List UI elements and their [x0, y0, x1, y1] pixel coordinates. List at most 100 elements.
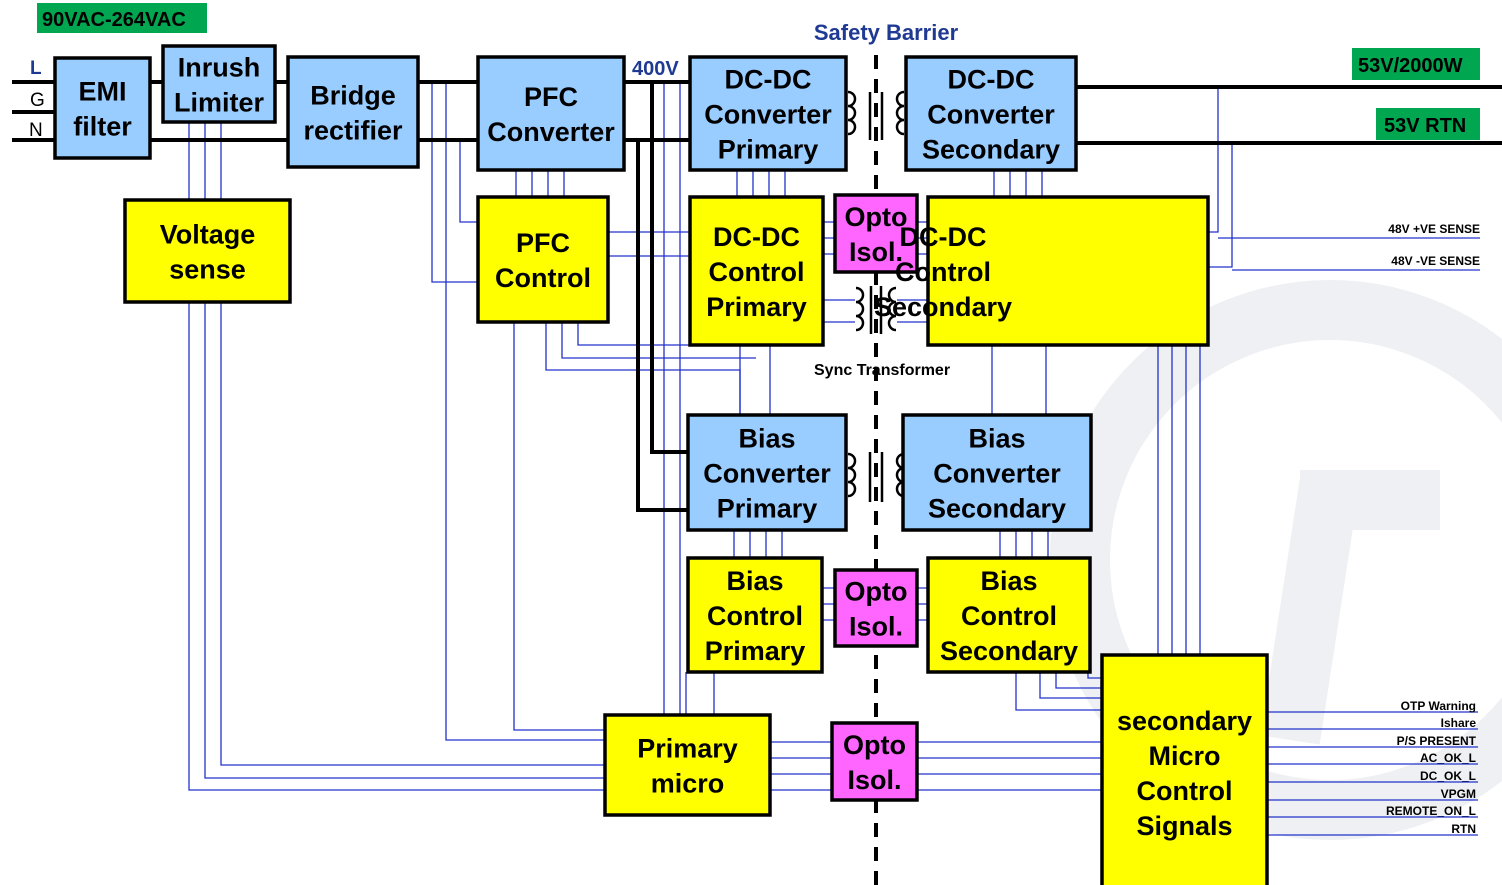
signal-wires: [188, 82, 1480, 836]
bias-control-secondary-block-line-3: Secondary: [940, 636, 1078, 666]
pfc-control-block: PFC Control: [476, 195, 610, 324]
bias-transformer-symbol: [847, 452, 905, 502]
signal-ac-ok: AC_OK_L: [1420, 751, 1476, 765]
opto-isolator-2-block-line-1: Opto: [845, 577, 908, 607]
inrush-limiter-block-rect: [161, 44, 277, 124]
emi-filter-block-line-2: filter: [73, 112, 132, 142]
emi-filter-block-rect: [53, 56, 152, 160]
pfc-converter-block-line-2: Converter: [487, 117, 615, 147]
sense-signal-positive: 48V +VE SENSE: [1388, 222, 1480, 236]
bias-control-secondary-block-rect: [926, 556, 1092, 674]
dcdc-converter-secondary-block-line-1: DC-DC: [948, 65, 1035, 95]
signal-dc-ok: DC_OK_L: [1420, 769, 1476, 783]
emi-filter-block-line-1: EMI: [78, 77, 126, 107]
opto-isolator-1-block-line-2: Isol.: [849, 237, 903, 267]
sync-transformer-label: Sync Transformer: [814, 362, 950, 379]
bias-control-primary-block-line-3: Primary: [705, 636, 806, 666]
power-wires: [12, 80, 1502, 512]
dcdc-control-primary-block-rect: [688, 195, 825, 347]
output-voltage-badge: [1352, 48, 1480, 80]
bias-control-primary-block-line-1: Bias: [726, 566, 783, 596]
bus-voltage-label: 400V: [632, 58, 679, 80]
bias-converter-secondary-block-rect: [901, 413, 1093, 532]
dcdc-converter-primary-block-rect: [688, 55, 848, 172]
sync-transformer-symbol: [855, 286, 897, 334]
bias-converter-secondary-block-line-3: Secondary: [928, 494, 1066, 524]
bias-control-primary-block-rect: [686, 556, 824, 674]
bridge-rectifier-block-line-2: rectifier: [303, 116, 403, 146]
voltage-sense-block-rect: [123, 198, 292, 304]
signal-otp-warning: OTP Warning: [1401, 699, 1476, 713]
signal-vpgm: VPGM: [1441, 787, 1476, 801]
bridge-rectifier-block: Bridge rectifier: [286, 55, 420, 169]
bias-control-secondary-block-line-1: Bias: [980, 566, 1037, 596]
voltage-sense-block-line-1: Voltage: [160, 220, 256, 250]
bridge-rectifier-block-rect: [286, 55, 420, 169]
inrush-limiter-block-line-1: Inrush: [178, 53, 261, 83]
bias-converter-primary-block-line-3: Primary: [717, 494, 818, 524]
voltage-sense-block: Voltage sense: [123, 198, 292, 304]
dcdc-converter-primary-block-line-3: Primary: [718, 135, 819, 165]
dcdc-control-primary-block-line-1: DC-DC: [713, 222, 800, 252]
bias-converter-primary-block-line-1: Bias: [738, 424, 795, 454]
signal-ishare: Ishare: [1441, 716, 1477, 730]
secondary-micro-control-block-line-1: secondary: [1117, 706, 1252, 736]
pfc-converter-block: PFC Converter: [476, 55, 626, 172]
output-voltage-label: 53V/2000W: [1358, 55, 1463, 77]
output-signal-labels: OTP Warning Ishare P/S PRESENT AC_OK_L D…: [1386, 699, 1477, 836]
opto-isolator-1-block-line-1: Opto: [845, 202, 908, 232]
bridge-rectifier-block-line-1: Bridge: [310, 81, 396, 111]
pfc-converter-block-line-1: PFC: [524, 82, 578, 112]
output-rtn-badge: [1376, 108, 1480, 140]
dcdc-control-secondary-block-rect: [926, 195, 1210, 347]
sense-signal-negative: 48V -VE SENSE: [1391, 254, 1480, 268]
line-label-g: G: [30, 90, 45, 111]
safety-barrier-title: Safety Barrier: [814, 20, 959, 45]
bias-converter-primary-block-line-2: Converter: [703, 459, 831, 489]
dcdc-control-primary-block-line-2: Control: [709, 257, 805, 287]
pfc-control-block-line-2: Control: [495, 263, 591, 293]
dcdc-converter-secondary-block-line-3: Secondary: [922, 135, 1060, 165]
primary-micro-block-rect: [603, 713, 772, 817]
opto-isolator-1-block-rect: [833, 193, 919, 274]
opto-isolator-2-block-rect: [833, 568, 919, 648]
dcdc-converter-primary-block-line-1: DC-DC: [725, 65, 812, 95]
inrush-limiter-block-line-2: Limiter: [174, 88, 265, 118]
dcdc-control-primary-block-line-3: Primary: [706, 292, 807, 322]
dcdc-control-secondary-block-line-2: Control: [895, 257, 991, 287]
secondary-micro-control-block-line-4: Signals: [1136, 811, 1232, 841]
opto-isolator-3-block-rect: [830, 721, 919, 802]
opto-isolator-2-block-line-2: Isol.: [849, 612, 903, 642]
input-voltage-badge: [37, 3, 207, 33]
bias-converter-primary-block-rect: [686, 413, 848, 532]
pfc-control-block-line-1: PFC: [516, 228, 570, 258]
line-label-l: L: [30, 58, 42, 79]
signal-remote-on: REMOTE_ON_L: [1386, 804, 1476, 818]
opto-isolator-3-block-line-2: Isol.: [847, 765, 901, 795]
main-transformer-symbol: [847, 90, 905, 140]
bias-converter-secondary-block-line-2: Converter: [933, 459, 1061, 489]
line-label-n: N: [29, 120, 43, 141]
opto-isolator-3-block-line-1: Opto: [843, 730, 906, 760]
secondary-micro-control-block-line-3: Control: [1137, 776, 1233, 806]
bias-control-primary-block-line-2: Control: [707, 601, 803, 631]
primary-micro-block-line-2: micro: [651, 769, 725, 799]
dcdc-converter-secondary-block-line-2: Converter: [927, 100, 1055, 130]
secondary-micro-control-block-rect: [1100, 653, 1269, 885]
voltage-sense-block-line-2: sense: [169, 255, 246, 285]
dcdc-control-secondary-block-line-1: DC-DC: [900, 222, 987, 252]
secondary-micro-control-block-line-2: Micro: [1148, 741, 1220, 771]
signal-rtn: RTN: [1451, 822, 1476, 836]
